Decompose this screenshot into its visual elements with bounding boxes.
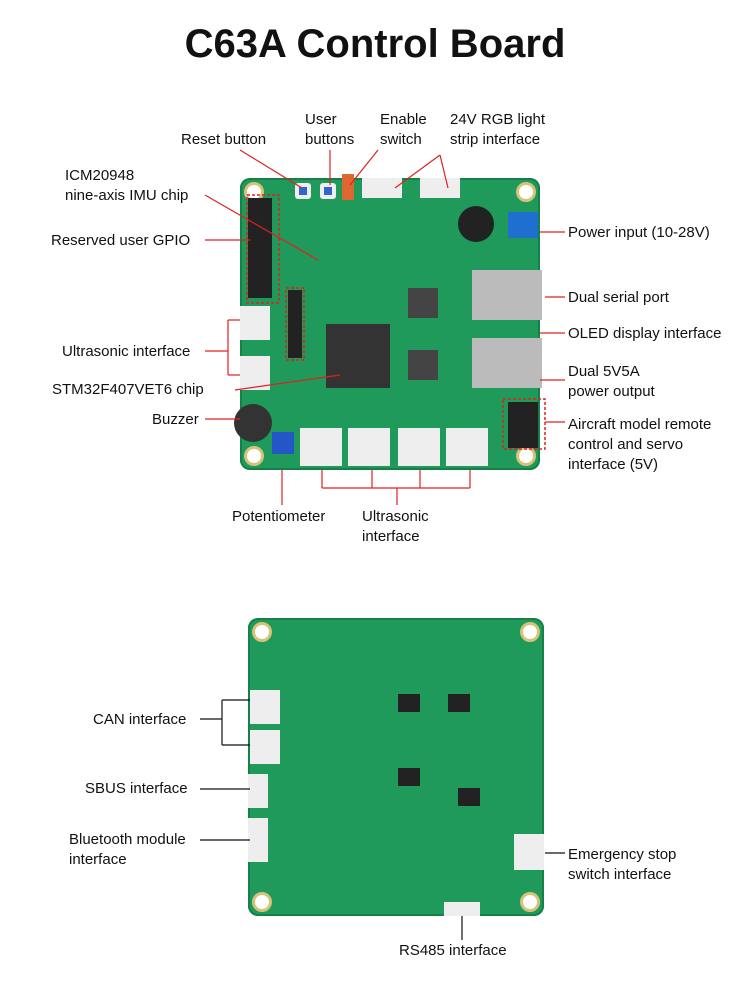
estop-connector bbox=[514, 834, 544, 870]
power-terminal bbox=[508, 212, 538, 238]
ultrasonic-connector bbox=[240, 306, 270, 340]
label-stm32: STM32F407VET6 chip bbox=[52, 381, 204, 398]
front-board bbox=[234, 174, 542, 470]
stm32-chip bbox=[326, 324, 390, 388]
oled-header bbox=[288, 290, 302, 358]
rc-header bbox=[508, 402, 538, 448]
chip bbox=[398, 694, 420, 712]
label-user-buttons: User buttons bbox=[305, 111, 355, 148]
usb-port bbox=[472, 270, 542, 320]
label-bluetooth: Bluetooth module interface bbox=[69, 831, 186, 868]
label-rc-servo: Aircraft model remote control and servo … bbox=[568, 416, 712, 473]
label-imu-chip: ICM20948 nine-axis IMU chip bbox=[65, 167, 189, 204]
label-ultrasonic-left: Ultrasonic interface bbox=[62, 343, 191, 360]
user-button bbox=[320, 183, 336, 199]
label-rs485: RS485 interface bbox=[399, 942, 507, 959]
usb-port bbox=[472, 338, 542, 388]
ultrasonic-connector bbox=[240, 356, 270, 390]
bluetooth-connector bbox=[248, 818, 268, 862]
inductor bbox=[408, 288, 438, 318]
label-sbus: SBUS interface bbox=[85, 780, 188, 797]
label-power-input: Power input (10-28V) bbox=[568, 224, 710, 241]
rs485-connector bbox=[444, 902, 480, 916]
potentiometer bbox=[272, 432, 294, 454]
label-serial-port: Dual serial port bbox=[568, 289, 669, 306]
buzzer bbox=[234, 404, 272, 442]
label-buzzer: Buzzer bbox=[152, 411, 199, 428]
can-connector bbox=[250, 730, 280, 764]
ultrasonic-connector bbox=[348, 428, 390, 466]
rgb-connector bbox=[362, 178, 402, 198]
capacitor bbox=[458, 206, 494, 242]
label-reset-button: Reset button bbox=[181, 131, 267, 148]
gpio-header bbox=[248, 198, 272, 298]
ultrasonic-connector bbox=[398, 428, 440, 466]
chip bbox=[448, 694, 470, 712]
can-connector bbox=[250, 690, 280, 724]
label-enable-switch: Enable switch bbox=[380, 111, 427, 148]
rgb-connector bbox=[420, 178, 460, 198]
label-oled: OLED display interface bbox=[568, 325, 722, 342]
inductor bbox=[408, 350, 438, 380]
label-ultrasonic-bottom: Ultrasonic interface bbox=[362, 508, 429, 545]
label-power-output: Dual 5V5A power output bbox=[568, 363, 655, 400]
page-title: C63A Control Board bbox=[184, 22, 566, 66]
label-rgb-interface: 24V RGB light strip interface bbox=[450, 111, 546, 148]
label-estop: Emergency stop switch interface bbox=[568, 846, 677, 883]
label-potentiometer: Potentiometer bbox=[232, 508, 326, 525]
sbus-connector bbox=[248, 774, 268, 808]
enable-switch bbox=[342, 174, 354, 200]
chip bbox=[458, 788, 480, 806]
label-can: CAN interface bbox=[93, 711, 187, 728]
reset-button bbox=[295, 183, 311, 199]
chip bbox=[398, 768, 420, 786]
ultrasonic-connector bbox=[300, 428, 342, 466]
ultrasonic-connector bbox=[446, 428, 488, 466]
back-board bbox=[248, 618, 544, 916]
label-gpio: Reserved user GPIO bbox=[51, 232, 191, 249]
